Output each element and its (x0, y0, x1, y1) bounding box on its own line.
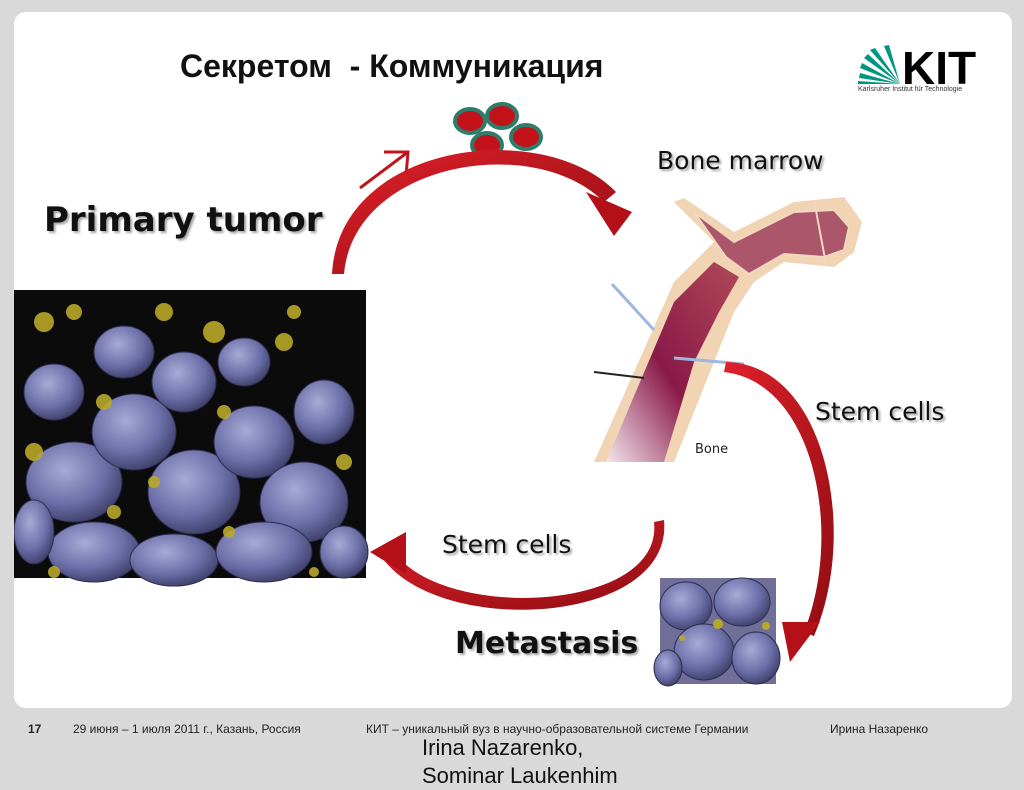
footer-date-place: 29 июня – 1 июля 2011 г., Казань, Россия (73, 722, 301, 736)
arrow-marrow-to-metastasis (724, 362, 834, 662)
overflow-author-text: Irina Nazarenko, Sominar Laukenhim (422, 734, 618, 790)
overflow-line-1: Irina Nazarenko, (422, 735, 584, 760)
metastasis-image (653, 577, 781, 687)
footer-kit-tagline: КИТ – уникальный вуз в научно-образовате… (366, 722, 749, 736)
footer-page-number: 17 (28, 722, 42, 736)
slide: Секретом - Коммуникация KIT Karlsruher I… (14, 12, 1012, 708)
bone-marrow-label: Bone marrow (657, 146, 824, 175)
footer-author: Ирина Назаренко (830, 722, 929, 736)
secreted-cell (509, 123, 543, 151)
diagram-art (14, 102, 862, 687)
secreted-cells (453, 102, 543, 159)
arrow-tumor-to-marrow (332, 150, 632, 274)
kit-wordmark: KIT (902, 42, 976, 94)
kit-subtitle: Karlsruher Institut für Technologie (858, 86, 963, 93)
secreted-cell (485, 102, 519, 130)
bone-image (593, 197, 862, 462)
secreted-cell (453, 107, 487, 135)
stem-cells-label-bottom: Stem cells (442, 530, 572, 559)
small-arrow-icon (359, 150, 410, 190)
metastasis-label: Metastasis (455, 626, 639, 661)
overflow-line-2: Sominar Laukenhim (422, 763, 618, 788)
bone-label: Bone (695, 442, 729, 457)
stem-cells-label-right: Stem cells (815, 397, 945, 426)
primary-tumor-label: Primary tumor (44, 200, 323, 240)
kit-logo: KIT (858, 42, 976, 94)
arrow-stem-cells-to-tumor (370, 520, 665, 610)
primary-tumor-image (14, 290, 369, 587)
slide-title: Секретом - Коммуникация (180, 48, 604, 84)
kit-fan-icon (858, 45, 900, 84)
